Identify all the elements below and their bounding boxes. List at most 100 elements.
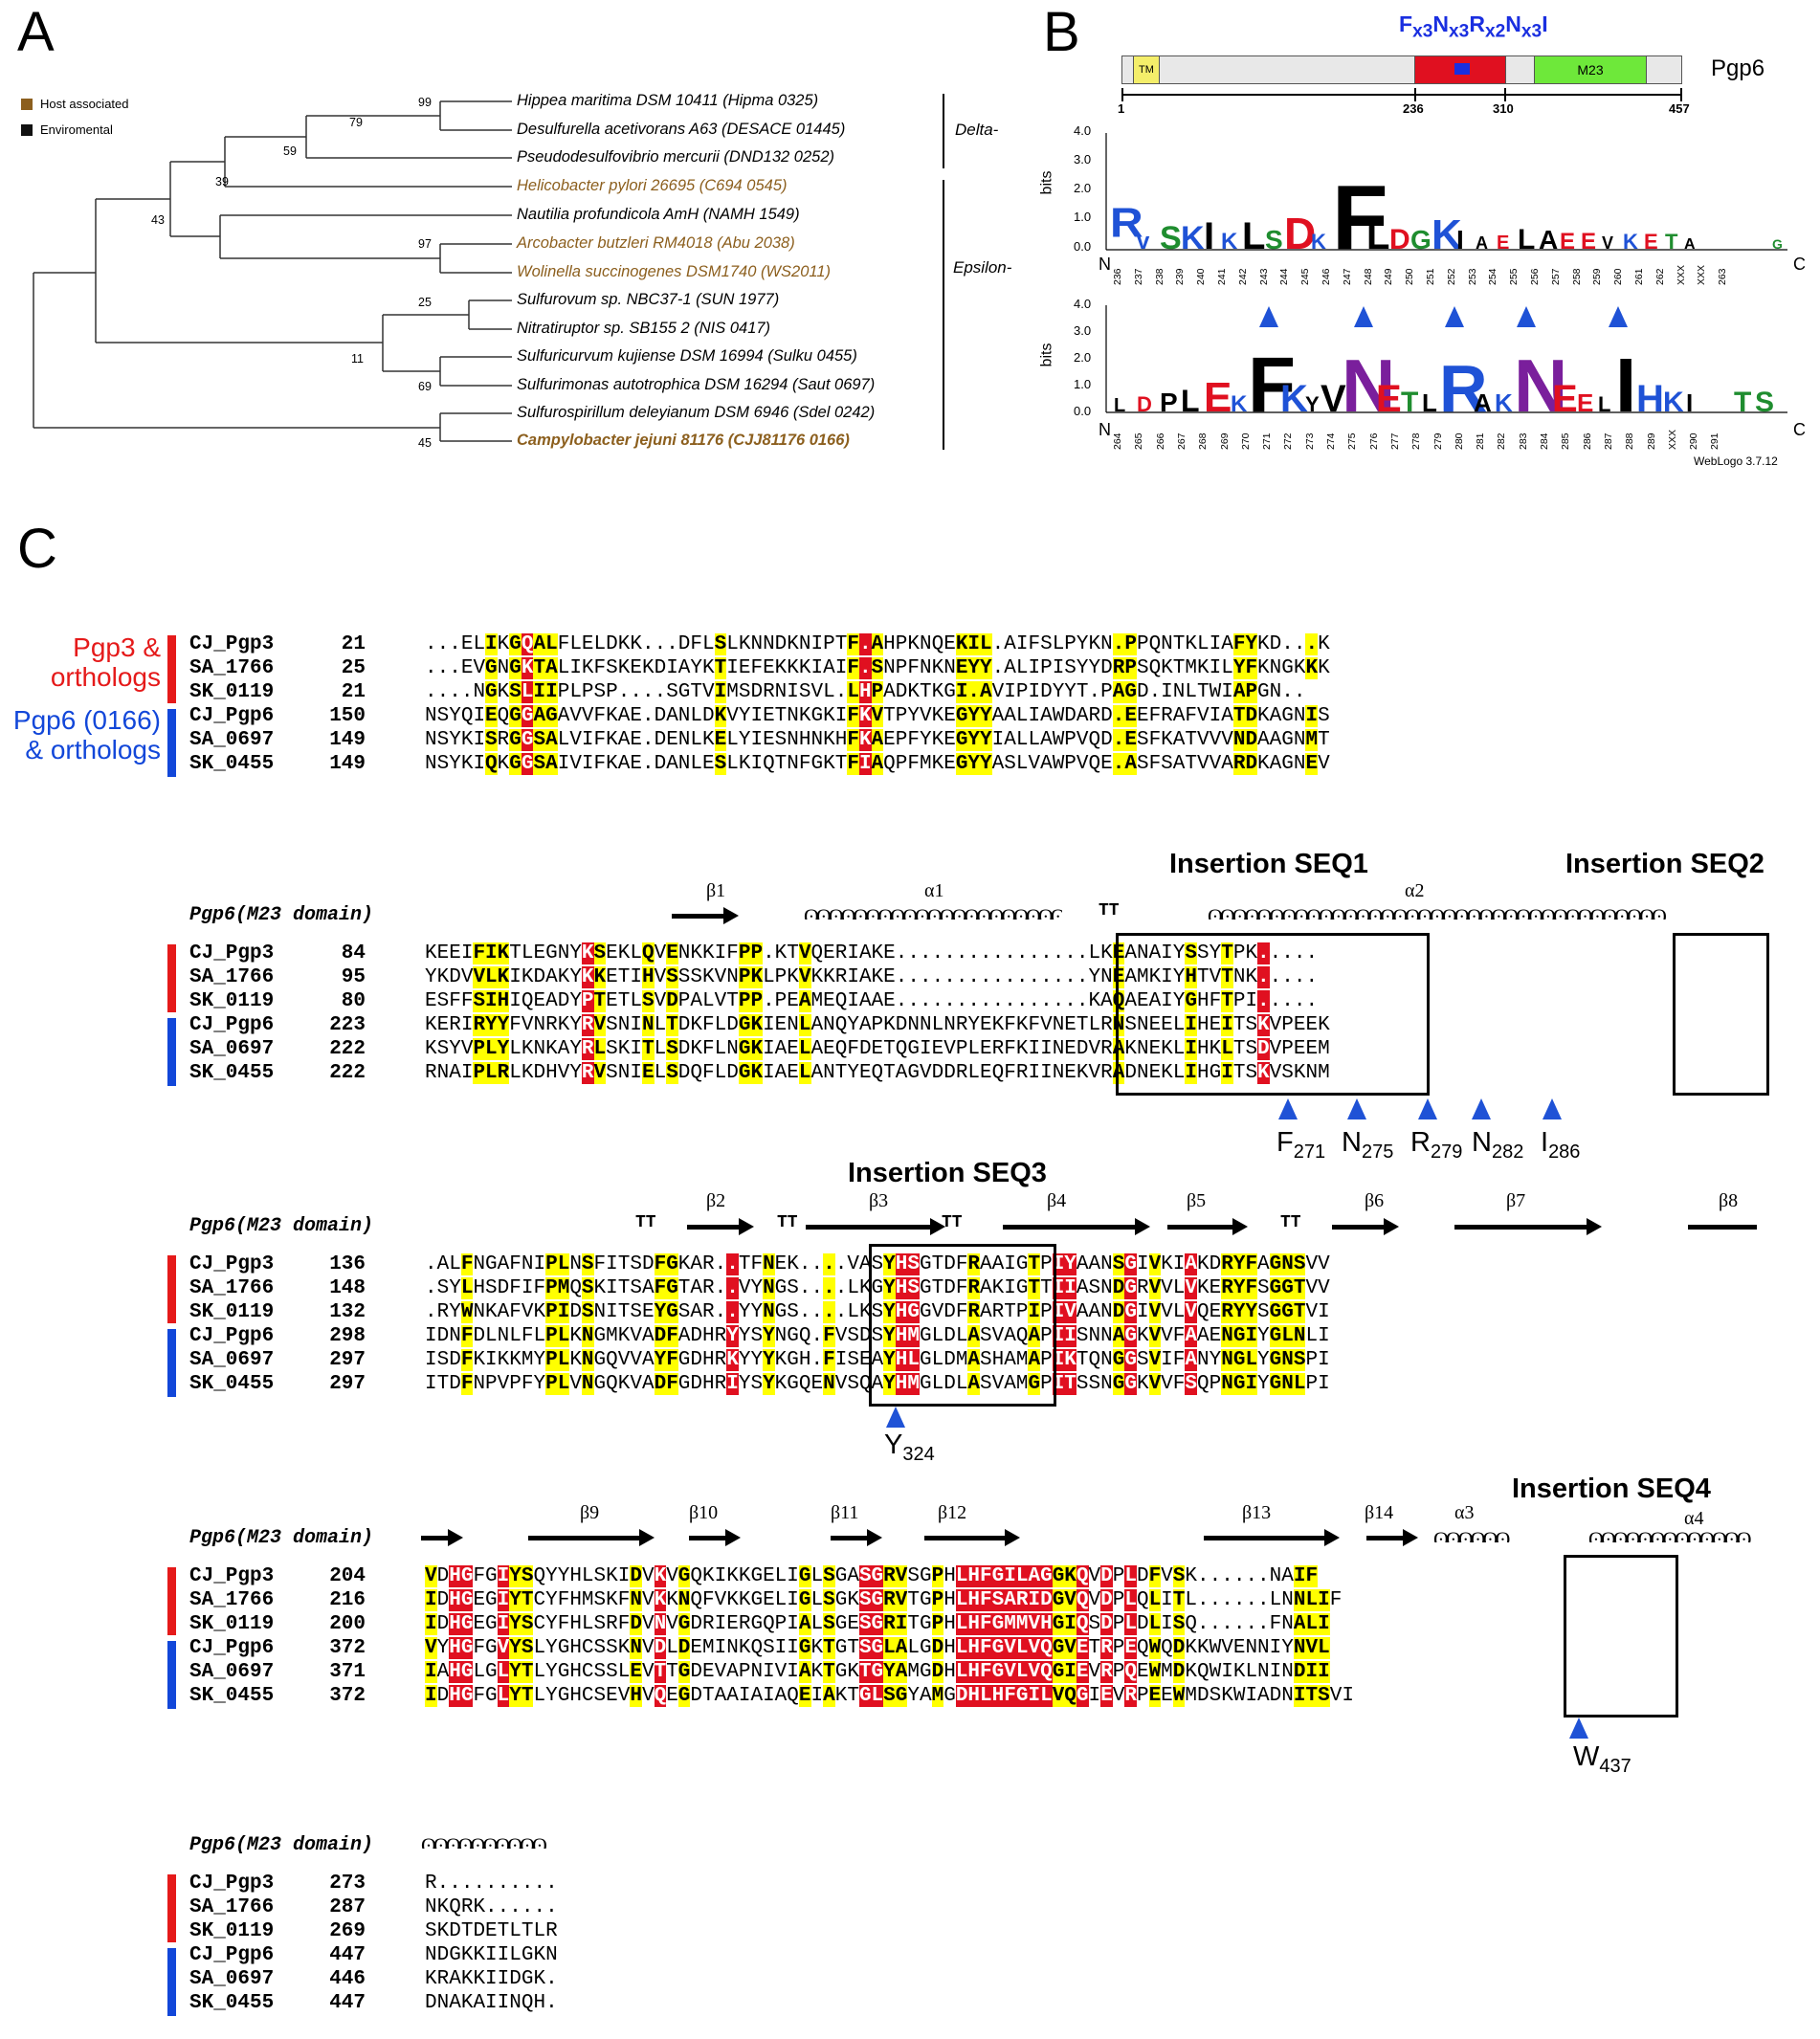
residue: V (460, 966, 474, 988)
residue: K (847, 1589, 859, 1611)
residue: D (690, 1661, 703, 1683)
residue: L (521, 942, 534, 964)
residue: A (641, 1349, 655, 1371)
motif-core (1454, 63, 1470, 75)
residue: I (1221, 1062, 1233, 1084)
residue: R (425, 1062, 437, 1084)
residue: L (545, 633, 558, 655)
residue: N (1088, 1325, 1101, 1347)
residue: Y (907, 1685, 920, 1707)
residue: F (1209, 990, 1222, 1012)
residue: Q (1112, 990, 1125, 1012)
residue: S (1088, 1613, 1101, 1635)
residue: H (798, 1349, 811, 1371)
residue: Y (1088, 966, 1101, 988)
residue: K (1197, 1277, 1210, 1299)
residue: P (509, 1373, 522, 1395)
residue: P (1124, 633, 1137, 655)
svg-text:E: E (1552, 378, 1578, 420)
residue: L (460, 1277, 474, 1299)
residue: K (666, 1589, 678, 1611)
motif-marker-triangle (1445, 306, 1464, 327)
residue: D (1293, 1661, 1306, 1683)
residue: G (919, 1661, 932, 1683)
sequence-start: 150 (329, 705, 366, 727)
residue: E (763, 657, 775, 679)
residue: N (436, 1992, 450, 2014)
residue: L (1172, 1062, 1186, 1084)
residue: G (557, 1661, 570, 1683)
residue: I (774, 1637, 788, 1659)
residue: I (714, 1613, 727, 1635)
residue: Y (1052, 681, 1065, 703)
residue: P (1281, 1038, 1294, 1060)
residue: R (883, 1565, 896, 1587)
logo2-n: N (1099, 420, 1111, 439)
residue: T (1040, 1277, 1053, 1299)
residue: V (895, 1589, 908, 1611)
residue: G (955, 705, 968, 727)
residue: N (1052, 1038, 1065, 1060)
residue: L (847, 1277, 859, 1299)
residue: K (931, 657, 944, 679)
residue: . (763, 990, 775, 1012)
residue: I (1161, 1589, 1173, 1611)
residue: E (606, 1685, 618, 1707)
residue: S (871, 657, 884, 679)
residue: R (714, 1349, 727, 1371)
residue: G (1052, 1637, 1065, 1659)
residue: F (847, 729, 859, 751)
residue: G (907, 1301, 920, 1323)
residue: Y (545, 1685, 558, 1707)
residue: Y (967, 729, 981, 751)
residue: . (1197, 1613, 1210, 1635)
residue: K (738, 753, 751, 775)
residue: . (641, 681, 655, 703)
residue: P (557, 681, 570, 703)
ss-arrow (806, 1218, 945, 1235)
residue: D (858, 1325, 872, 1347)
residue: I (726, 1373, 739, 1395)
residue: N (1281, 1373, 1294, 1395)
residue: V (557, 1062, 570, 1084)
residue: E (606, 990, 618, 1012)
pgp3-group-bar (167, 635, 176, 703)
logo1-ytick: 2.0 (1074, 181, 1092, 195)
residue: N (1136, 942, 1149, 964)
residue: K (702, 657, 715, 679)
residue: L (714, 1038, 727, 1060)
residue: N (763, 633, 775, 655)
residue: . (1293, 990, 1306, 1012)
residue: T (1232, 1062, 1246, 1084)
residue: L (955, 1373, 968, 1395)
svg-text:L: L (1518, 224, 1535, 255)
residue: H (449, 1613, 461, 1635)
residue: I (763, 1685, 775, 1707)
residue: I (1161, 990, 1173, 1012)
residue: E (1100, 1685, 1113, 1707)
residue: A (1100, 990, 1113, 1012)
residue: G (521, 753, 534, 775)
residue: K (955, 633, 968, 655)
residue: Y (509, 1565, 522, 1587)
ruler-label-1: 1 (1118, 101, 1125, 116)
residue: D (677, 1014, 691, 1036)
sequence-highlights: YKDVVLKIKDAKYKKETIHVSSSKVNPKLPKVKKRIAKE.… (425, 966, 1318, 988)
residue: L (810, 1565, 824, 1587)
residue: I (485, 1992, 498, 2014)
residue: E (1136, 1661, 1149, 1683)
residue: . (449, 657, 461, 679)
residue: F (1148, 705, 1162, 727)
residue: N (883, 657, 896, 679)
logo-position-tick: 275 (1346, 432, 1359, 450)
residue: V (1088, 1589, 1101, 1611)
residue: N (1232, 966, 1246, 988)
sequence-name: SK_0455 (189, 1685, 275, 1707)
residue: V (810, 681, 824, 703)
residue: N (677, 705, 691, 727)
residue: H (473, 1277, 486, 1299)
residue: G (907, 1038, 920, 1060)
residue: T (1185, 753, 1197, 775)
residue: T (1028, 1277, 1041, 1299)
residue: N (1052, 1062, 1065, 1084)
